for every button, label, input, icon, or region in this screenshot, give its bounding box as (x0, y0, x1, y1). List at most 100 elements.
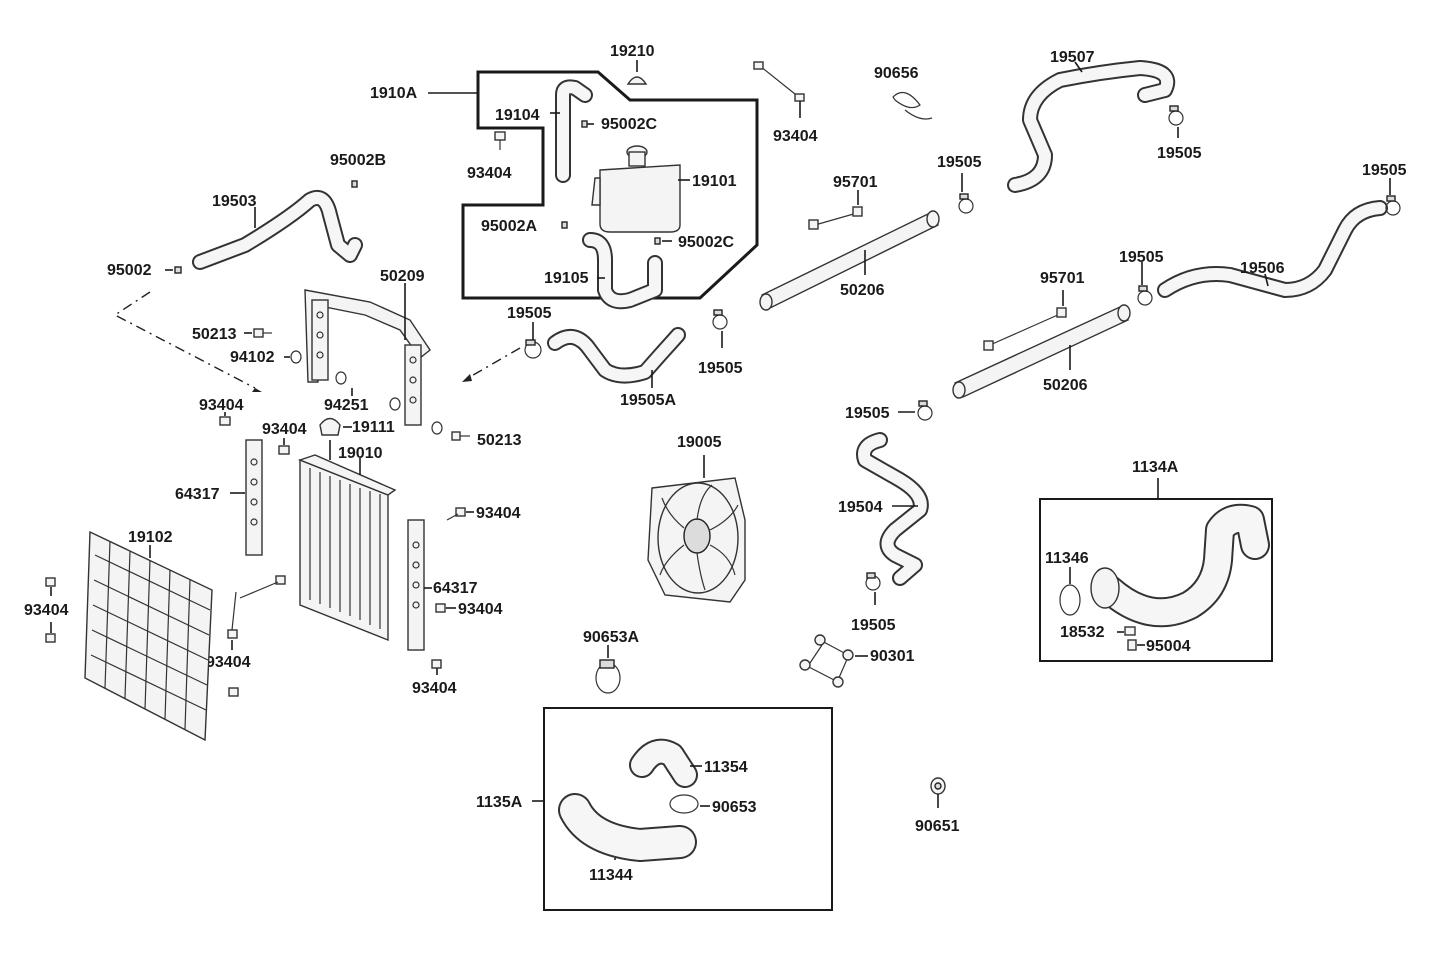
fan-19005: 19005 (647, 434, 746, 603)
bracket-64317-a: 64317 (175, 439, 263, 556)
part-label-19505-c: 19505 (698, 360, 743, 377)
bolt-icon (451, 431, 461, 441)
part-label-18532: 18532 (1060, 624, 1105, 641)
part-label-11344: 11344 (589, 867, 633, 884)
pipe-50206-b: 50206 (952, 304, 1131, 399)
part-label-90653A: 90653A (583, 629, 639, 646)
part-label-1135A: 1135A (476, 794, 523, 811)
part-label-95004: 95004 (1146, 638, 1191, 655)
part-label-90301: 90301 (870, 648, 915, 665)
clip-95002: 95002 (107, 262, 182, 279)
strap-icon (892, 91, 921, 109)
part-label-50206-b: 50206 (1043, 377, 1088, 394)
hose-19503: 19503 (192, 190, 363, 270)
part-label-19005: 19005 (677, 434, 722, 451)
part-label-50206-a: 50206 (840, 282, 885, 299)
part-label-50213-b: 50213 (477, 432, 522, 449)
part-label-95002B: 95002B (330, 152, 386, 169)
part-label-93404-right2: 93404 (458, 601, 503, 618)
part-label-1134A: 1134A (1132, 459, 1179, 476)
sensor-icon (808, 219, 819, 230)
bolt-icon (494, 131, 506, 141)
part-label-50213-a: 50213 (192, 326, 237, 343)
bolt-93404-left2: 93404 (262, 421, 307, 455)
bracket-50209: 50209 (304, 268, 431, 426)
bolt-icon (814, 634, 826, 646)
part-label-93404-left1: 93404 (199, 397, 244, 414)
part-label-19505-e: 19505 (1362, 162, 1407, 179)
part-label-95002A: 95002A (481, 218, 537, 235)
arrow-icon (252, 388, 262, 392)
kit-1134A: 1134A 11346 18532 95004 (1039, 459, 1273, 662)
clamp-19505-h: 19505 (851, 572, 896, 634)
washer-94251: 94251 (324, 371, 401, 414)
bolt-93404-left1: 93404 (199, 397, 244, 426)
part-label-90653: 90653 (712, 799, 757, 816)
part-label-95002C-b: 95002C (678, 234, 734, 251)
clamp-icon (1385, 200, 1401, 216)
part-label-64317-a: 64317 (175, 486, 220, 503)
clamp-icon (1137, 290, 1153, 306)
hose-19507: 19507 (1007, 49, 1176, 193)
screen-mesh-icon (84, 530, 213, 742)
part-label-19505-a: 19505 (1157, 145, 1202, 162)
clamp-19505-f: 19505 (1119, 249, 1164, 306)
expansion-tank-icon (591, 145, 681, 233)
washer-94102: 94102 (230, 349, 302, 366)
kit-box-1135A (543, 707, 833, 911)
bolt-icon (227, 629, 238, 639)
part-label-19505-d: 19505 (937, 154, 982, 171)
cap-19111: 19111 (319, 417, 395, 436)
sensor-95701-a: 95701 (808, 174, 878, 230)
clip-icon (351, 180, 358, 188)
part-label-19111: 19111 (352, 419, 395, 436)
part-label-19210: 19210 (610, 43, 655, 60)
clip-icon (561, 221, 568, 229)
bolt-icon (45, 577, 56, 587)
clamp-19505-c: 19505 (698, 309, 743, 377)
bracket-icon (407, 519, 425, 651)
part-label-11354: 11354 (704, 759, 748, 776)
part-label-93404-left2: 93404 (262, 421, 307, 438)
bolt-93404-right1: 93404 (446, 505, 521, 522)
bolt-icon (253, 328, 264, 338)
part-label-95701-b: 95701 (1040, 270, 1085, 287)
clip-icon (174, 266, 182, 274)
sensor-95701-b: 95701 (983, 270, 1085, 351)
part-label-19507: 19507 (1050, 49, 1095, 66)
clamp-icon (669, 794, 699, 814)
part-label-19506: 19506 (1240, 260, 1285, 277)
part-label-93404-right3: 93404 (412, 680, 457, 697)
part-label-19010: 19010 (338, 445, 383, 462)
part-label-93404-mid1: 93404 (206, 654, 251, 671)
bolt-icon (219, 416, 231, 426)
radiator-19010: 19010 (297, 440, 397, 642)
part-label-90656: 90656 (874, 65, 919, 82)
clip-icon (581, 120, 588, 128)
part-label-11346: 11346 (1045, 550, 1089, 567)
washer-icon (335, 371, 347, 385)
assembly-line-left (113, 291, 256, 389)
bracket-64317-b: 64317 (407, 519, 478, 651)
bolt-icon (435, 603, 446, 613)
part-label-93404-tank: 93404 (467, 165, 512, 182)
hose-19505A: 19505A (547, 327, 686, 409)
part-label-19505A: 19505A (620, 392, 676, 409)
clamp-icon (1168, 110, 1184, 126)
pipe-icon (954, 306, 1130, 398)
clip-95002B: 95002B (330, 152, 386, 188)
part-label-64317-b: 64317 (433, 580, 478, 597)
bolt-50213-b: 50213 (431, 421, 522, 449)
grommet-90651: 90651 (915, 777, 960, 835)
part-label-19105: 19105 (544, 270, 589, 287)
washer-icon (389, 397, 401, 411)
clamp-19505-b: 19505 (507, 305, 552, 359)
part-label-19505-f: 19505 (1119, 249, 1164, 266)
plug-icon (1124, 626, 1136, 636)
bolt-50213-a: 50213 (192, 326, 272, 343)
kit-box-1134A (1039, 498, 1273, 662)
bolt-icon (228, 687, 239, 697)
part-label-94251: 94251 (324, 397, 369, 414)
part-label-19505-g: 19505 (845, 405, 890, 422)
